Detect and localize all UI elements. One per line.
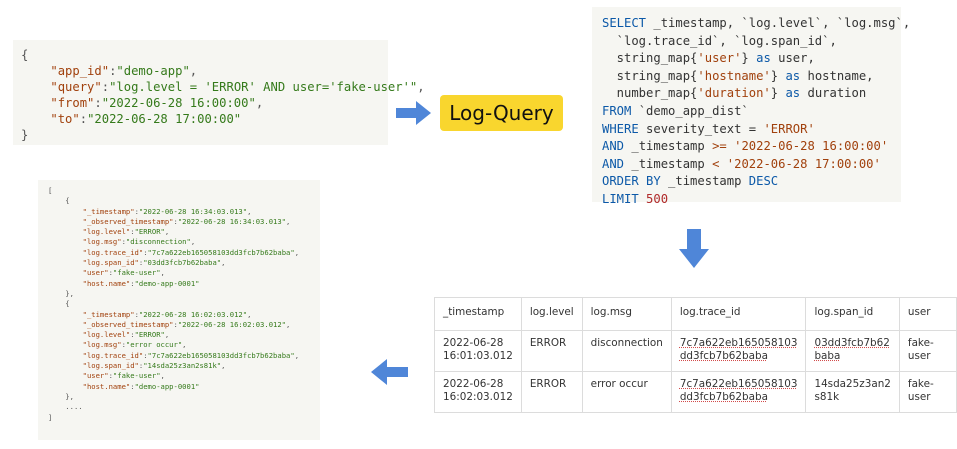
json-output-line: [ — [48, 186, 53, 195]
sql-line: string_map{'user'} as user, — [602, 51, 815, 66]
request-json-panel: { "app_id":"demo-app", "query":"log.leve… — [13, 40, 425, 145]
result-table: _timestamp log.level log.msg log.trace_i… — [434, 297, 957, 413]
table-cell: fake-user — [898, 330, 957, 372]
json-line-query: "query":"log.level = 'ERROR' AND user='f… — [50, 80, 425, 94]
json-line-to: "to":"2022-06-28 17:00:00" — [50, 112, 242, 126]
col-header-span-id: log.span_id — [805, 297, 900, 331]
json-output-line: "log.trace_id":"7c7a622eb165058103dd3fcb… — [82, 247, 300, 257]
json-output-line: "log.level":"ERROR", — [82, 227, 170, 237]
arrow-left-icon — [371, 359, 408, 385]
col-header-timestamp: _timestamp — [434, 297, 522, 331]
json-output-line: }, — [48, 288, 74, 298]
json-output-line: "_observed_timestamp":"2022-06-28 16:34:… — [82, 216, 291, 226]
sql-line: FROM `demo_app_dist` — [602, 103, 749, 118]
app-id-value: "demo-app" — [116, 64, 190, 78]
json-output-line: "log.trace_id":"7c7a622eb165058103dd3fcb… — [82, 350, 300, 360]
json-output-line: "user":"fake-user", — [82, 371, 165, 381]
json-output-line: "host.name":"demo-app-0001" — [82, 381, 200, 391]
json-output-line: "host.name":"demo-app-0001" — [82, 278, 200, 288]
table-header-row: _timestamp log.level log.msg log.trace_i… — [434, 297, 957, 331]
sql-line: string_map{'hostname'} as hostname, — [602, 68, 874, 83]
table-cell: fake-user — [898, 371, 957, 413]
col-header-trace-id: log.trace_id — [670, 297, 807, 331]
json-output-line: "_timestamp":"2022-06-28 16:34:03.013", — [82, 206, 252, 216]
app-id-key: "app_id" — [50, 64, 110, 78]
json-line-from: "from":"2022-06-28 16:00:00", — [50, 96, 264, 110]
arrow-right-icon — [396, 101, 431, 125]
table-cell: error occur — [581, 371, 672, 413]
json-output-line: { — [48, 299, 70, 309]
col-header-user: user — [898, 297, 957, 331]
sql-line: number_map{'duration'} as duration — [602, 86, 867, 101]
table-cell: ERROR — [520, 330, 583, 372]
json-output-line: "user":"fake-user", — [82, 268, 165, 278]
sql-line: AND _timestamp >= '2022-06-28 16:00:00' — [602, 139, 889, 154]
query-key: "query" — [50, 80, 102, 94]
json-open-brace: { — [21, 48, 29, 62]
json-output-line: ] — [48, 412, 53, 422]
sql-line: AND _timestamp < '2022-06-28 17:00:00' — [602, 156, 881, 171]
to-value: "2022-06-28 17:00:00" — [87, 112, 242, 126]
json-output-line: "log.msg":"error occur", — [82, 340, 187, 350]
sql-line: LIMIT 500 — [602, 191, 669, 206]
from-value: "2022-06-28 16:00:00" — [101, 96, 256, 110]
json-output-line: "log.span_id":"14sda25z3an2s81k", — [82, 361, 226, 371]
json-output-line: }, — [48, 391, 74, 401]
json-output-line: "log.msg":"disconnection", — [82, 237, 196, 247]
sql-line: SELECT _timestamp, `log.level`, `log.msg… — [602, 16, 911, 30]
arrow-down-icon — [679, 229, 709, 268]
json-output-line: "_timestamp":"2022-06-28 16:02:03.012", — [82, 309, 252, 319]
response-json-panel: [ { "_timestamp":"2022-06-28 16:34:03.01… — [38, 180, 320, 440]
table-cell: disconnection — [581, 330, 672, 372]
query-value: "log.level = 'ERROR' AND user='fake-user… — [109, 80, 418, 94]
json-close-brace: } — [21, 128, 29, 142]
col-header-log-level: log.level — [520, 297, 583, 331]
json-output-line: "log.level":"ERROR", — [82, 330, 170, 340]
from-key: "from" — [50, 96, 95, 110]
json-output-line: "_observed_timestamp":"2022-06-28 16:02:… — [82, 319, 291, 329]
json-output-line: .... — [48, 402, 83, 412]
col-header-log-msg: log.msg — [581, 297, 672, 331]
log-query-badge: Log-Query — [440, 95, 563, 131]
to-key: "to" — [50, 112, 80, 126]
table-cell: ERROR — [520, 371, 583, 413]
json-output-line: "log.span_id":"03dd3fcb7b62baba", — [82, 258, 226, 268]
json-output-line: { — [48, 196, 70, 206]
sql-line: WHERE severity_text = 'ERROR' — [602, 121, 815, 136]
sql-line: `log.trace_id`, `log.span_id`, — [602, 33, 837, 48]
sql-line: ORDER BY _timestamp DESC — [602, 174, 779, 189]
sql-query-panel: SELECT _timestamp, `log.level`, `log.msg… — [592, 7, 911, 206]
json-line-app-id: "app_id":"demo-app", — [50, 64, 198, 78]
